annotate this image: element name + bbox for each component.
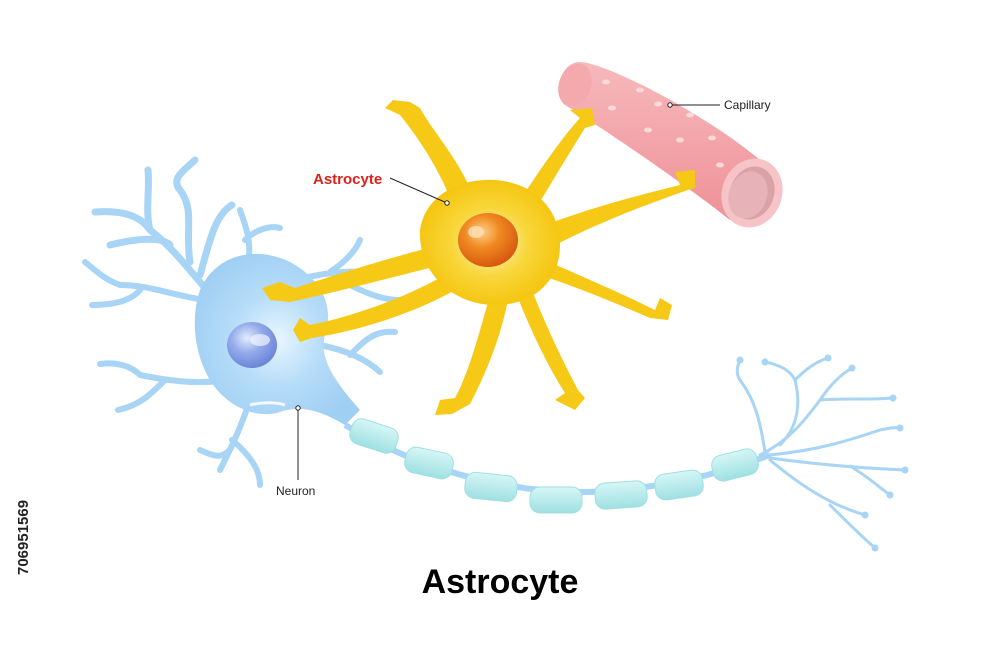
axon-terminals xyxy=(735,356,907,550)
neuron-cell-body xyxy=(194,253,360,425)
astrocyte-label: Astrocyte xyxy=(313,171,382,188)
neuron-nucleus xyxy=(227,322,277,368)
label-astrocyte-callout: Astrocyte xyxy=(313,171,450,206)
label-neuron-callout: Neuron xyxy=(276,405,315,498)
neuron-label: Neuron xyxy=(276,484,315,498)
astrocyte-nucleus xyxy=(458,213,518,267)
label-capillary-callout: Capillary xyxy=(667,98,771,112)
capillary-label: Capillary xyxy=(724,98,771,112)
axon xyxy=(343,418,772,514)
stock-id-text: 706951569 xyxy=(15,500,32,575)
diagram-title: Astrocyte xyxy=(422,563,579,601)
capillary xyxy=(558,61,783,228)
axon-terminal-bulbs xyxy=(736,354,909,552)
astrocyte-cell xyxy=(262,100,695,415)
